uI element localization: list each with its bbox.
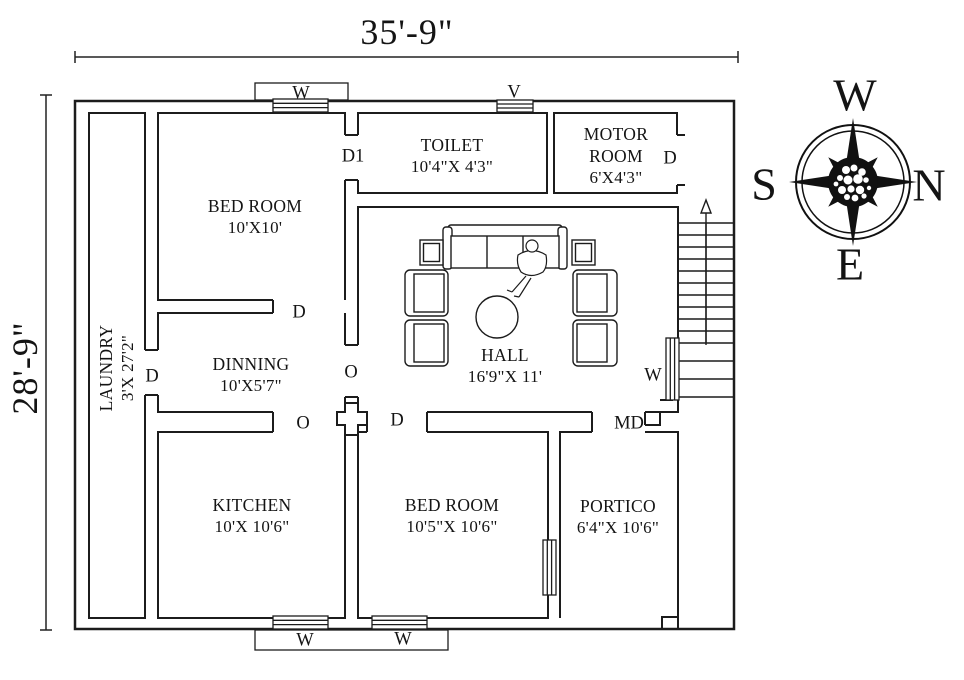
room-size: 6'X4'3" — [589, 168, 643, 187]
side-table-right — [571, 239, 596, 266]
room-label-toilet: TOILET 10'4"X 4'3" — [411, 134, 493, 178]
wall-portico — [559, 431, 679, 629]
compass-rose — [789, 118, 917, 246]
compass-letter-top: W — [833, 69, 877, 121]
window-sill-bottom — [254, 629, 449, 651]
stair-up-arrow-icon — [699, 198, 713, 214]
room-name: BED ROOM — [404, 495, 500, 515]
opening-label-dinning-kitchen: O — [296, 413, 310, 434]
room-size: 10'X 10'6" — [214, 517, 290, 536]
room-label-laundry: LAUNDRY 3'X 27'2" — [95, 325, 139, 412]
stair-treads-lower — [679, 342, 733, 398]
compass-letter-right: N — [912, 159, 946, 211]
room-label-hall: HALL 16'9"X 11' — [468, 344, 542, 388]
room-name: LAUNDRY — [96, 324, 116, 412]
room-size: 16'9"X 11' — [467, 367, 543, 386]
dimension-label-top: 35'-9" — [360, 12, 454, 52]
room-label-portico: PORTICO 6'4"X 10'6" — [577, 495, 659, 539]
hall-furniture — [404, 224, 618, 367]
room-name: KITCHEN — [212, 495, 292, 515]
room-size: 10'4"X 4'3" — [410, 157, 494, 176]
wall-bed-room-1 — [157, 112, 346, 301]
door-label-bed-room-2: D — [390, 410, 404, 431]
room-name: BED ROOM — [207, 196, 303, 216]
door-label-motor-room: D — [663, 148, 677, 169]
dimension-label-left: 28'-9" — [5, 321, 45, 415]
room-label-bed-room-2: BED ROOM 10'5"X 10'6" — [405, 494, 499, 538]
window-label-hall: W — [644, 365, 662, 386]
wall-laundry — [88, 112, 146, 619]
armchair — [572, 269, 618, 317]
staircase — [679, 198, 733, 398]
wall-toilet — [357, 112, 548, 194]
wall-motor-room — [553, 112, 678, 194]
room-label-motor-room: MOTOR ROOM 6'X4'3" — [568, 123, 664, 189]
room-size: 6'4"X 10'6" — [576, 518, 660, 537]
room-size: 3'X 27'2" — [118, 334, 137, 402]
window-label-kitchen: W — [296, 630, 314, 651]
room-label-kitchen: KITCHEN 10'X 10'6" — [213, 494, 292, 538]
room-name: TOILET — [420, 135, 484, 155]
window-hall-icon — [665, 337, 680, 401]
opening-label-dinning-hall: O — [344, 362, 358, 383]
ventilator-label-top: V — [507, 82, 521, 103]
room-name: DINNING — [212, 354, 290, 374]
door-label-laundry: D — [145, 366, 159, 387]
seated-person — [506, 239, 548, 298]
windows — [254, 82, 680, 651]
room-label-dinning: DINNING 10'X5'7" — [213, 353, 290, 397]
compass-letter-bottom: E — [835, 238, 865, 290]
room-name: MOTOR ROOM — [583, 124, 649, 166]
compass-center-mosaic — [833, 164, 872, 202]
compass-letter-left: S — [751, 158, 777, 210]
sofa — [442, 224, 568, 270]
window-label-bed-room-2: W — [394, 629, 412, 650]
door-label-bed-room-1: D — [292, 302, 306, 323]
dimension-lines — [40, 51, 739, 631]
window-label-top: W — [292, 83, 310, 104]
window-bed-room-2-side-icon — [542, 539, 557, 596]
room-size: 10'X5'7" — [220, 376, 282, 395]
door-jambs — [145, 134, 685, 432]
window-bed-room-2-bottom-icon — [371, 615, 428, 630]
room-size: 10'5"X 10'6" — [406, 517, 498, 536]
portico-pillar — [661, 616, 679, 630]
room-label-bed-room-1: BED ROOM 10'X10' — [208, 195, 302, 239]
wall-kitchen — [157, 431, 346, 619]
room-size: 10'X10' — [227, 218, 283, 237]
window-kitchen-icon — [272, 615, 329, 630]
wall-dinning — [157, 312, 346, 413]
door-label-toilet: D1 — [341, 146, 365, 167]
wall-cross-junction — [336, 402, 368, 436]
room-name: PORTICO — [580, 496, 656, 516]
round-table — [475, 295, 519, 339]
side-table-left — [419, 239, 444, 266]
armchair — [404, 319, 449, 367]
ventilator-top-icon — [496, 99, 534, 113]
armchair — [572, 319, 618, 367]
room-name: HALL — [481, 345, 529, 365]
window-top-icon — [272, 98, 329, 113]
armchair — [404, 269, 449, 317]
walls — [73, 99, 736, 631]
main-door-label: MD — [614, 413, 644, 434]
wall-bed-room-2 — [357, 431, 549, 619]
